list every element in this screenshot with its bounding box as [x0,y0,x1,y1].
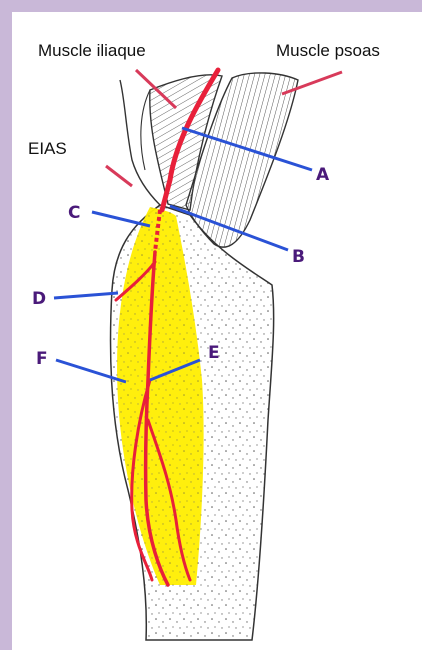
label-b: B [292,247,305,267]
label-c: C [68,203,80,223]
label-muscle-psoas: Muscle psoas [276,41,380,60]
label-eias: EIAS [28,139,67,158]
label-a: A [316,165,330,185]
pointer-eias [106,166,132,186]
pointer-c [92,212,150,226]
label-muscle-iliaque: Muscle iliaque [38,41,146,60]
pelvis-outline-inner [141,90,150,170]
pointer-d [54,293,118,298]
label-f: F [36,349,48,369]
label-d: D [32,289,46,309]
label-e: E [208,343,220,363]
